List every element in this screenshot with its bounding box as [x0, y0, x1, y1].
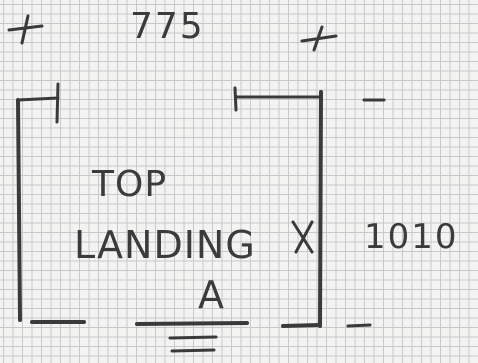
room-label-line-3: A	[198, 273, 224, 317]
height-tick-bottom	[346, 323, 372, 328]
width-tick-left	[7, 14, 44, 45]
threshold-mark-1	[168, 335, 218, 340]
door-stop-left	[55, 82, 60, 124]
height-dimension-label: 1010	[364, 217, 459, 257]
bottom-wall-right-segment	[281, 323, 322, 328]
width-tick-right	[300, 25, 338, 52]
threshold-mark-2	[170, 348, 216, 353]
cross-mark	[291, 220, 314, 254]
top-wall-left-segment	[16, 96, 60, 102]
room-label-line-2: LANDING	[74, 223, 256, 267]
width-dimension-label: 775	[130, 6, 205, 47]
room-label-line-1: TOP	[91, 164, 167, 205]
left-wall	[16, 98, 22, 322]
door-stop-right	[233, 86, 238, 112]
right-wall	[318, 90, 323, 328]
bottom-wall-middle-segment	[135, 321, 249, 326]
